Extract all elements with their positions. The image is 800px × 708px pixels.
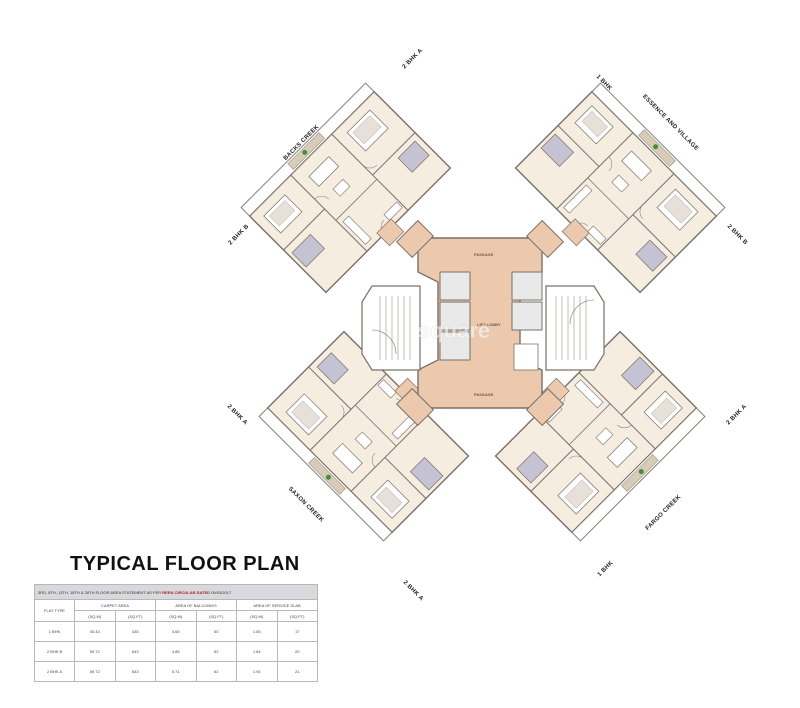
cell-svc-sqft: 21 <box>276 661 318 682</box>
unit-sqft: (SQ.FT) <box>114 610 156 622</box>
unit-sqm: (SQ.M) <box>155 610 197 622</box>
unit-sqft: (SQ.FT) <box>195 610 237 622</box>
lift-shaft <box>439 331 471 361</box>
label-lift-lobby: LIFT LOBBY <box>477 322 501 327</box>
table-row: 1 BHK 40.43 435 4.65 50 1.55 17 <box>34 621 318 642</box>
table-row: 2 BHK B 59.72 643 4.85 52 1.84 20 <box>34 641 318 662</box>
service-room <box>513 343 539 371</box>
label-sw-bottom: 2 BHK A <box>401 579 425 603</box>
header-flat-type: FLAT TYPE <box>34 599 75 622</box>
cell-bal-sqm: 5.71 <box>155 661 197 682</box>
lift-shaft <box>439 301 471 331</box>
cell-svc-sqm: 1.94 <box>236 661 278 682</box>
table-row: 2 BHK A 59.72 643 5.71 62 1.94 21 <box>34 661 318 682</box>
floor-plan-drawing: square <box>240 82 726 542</box>
lift-shaft <box>511 271 543 301</box>
table-notice: 3RD, 8TH, 13TH, 18TH & 28TH FLOOR AREA S… <box>34 584 318 600</box>
header-service-slab: AREA OF SERVICE SLAB <box>236 599 318 611</box>
cell-carpet-sqm: 59.72 <box>74 641 116 662</box>
cell-bal-sqm: 4.65 <box>155 621 197 642</box>
cell-svc-sqm: 1.84 <box>236 641 278 662</box>
area-statement-table: 3RD, 8TH, 13TH, 18TH & 28TH FLOOR AREA S… <box>34 584 318 682</box>
cell-svc-sqft: 17 <box>276 621 318 642</box>
page-title: TYPICAL FLOOR PLAN <box>70 553 300 575</box>
cell-bal-sqft: 52 <box>195 641 237 662</box>
header-carpet-area: CARPET AREA <box>74 599 156 611</box>
label-passage-bottom: PASSAGE <box>474 392 494 397</box>
cell-type: 2 BHK A <box>34 661 75 682</box>
staircase-left <box>361 285 421 371</box>
cell-carpet-sqft: 643 <box>114 661 156 682</box>
lift-shaft <box>511 301 543 331</box>
cell-bal-sqm: 4.85 <box>155 641 197 662</box>
label-passage-top: PASSAGE <box>474 252 494 257</box>
header-balconies: AREA OF BALCONIES <box>155 599 237 611</box>
table-unit-row: (SQ.M) (SQ.FT) (SQ.M) (SQ.FT) (SQ.M) (SQ… <box>35 610 318 622</box>
notice-prefix: 3RD, 8TH, 13TH, 18TH & 28TH FLOOR AREA S… <box>38 589 162 595</box>
unit-sqm: (SQ.M) <box>74 610 116 622</box>
table-notice-row: 3RD, 8TH, 13TH, 18TH & 28TH FLOOR AREA S… <box>34 584 318 600</box>
cell-type: 1 BHK <box>34 621 75 642</box>
watermark-text: square <box>418 318 490 343</box>
cell-carpet-sqm: 59.72 <box>74 661 116 682</box>
cell-carpet-sqft: 435 <box>114 621 156 642</box>
staircase-right <box>545 285 605 371</box>
unit-sqft: (SQ.FT) <box>276 610 318 622</box>
cell-svc-sqm: 1.55 <box>236 621 278 642</box>
notice-highlight: RERA CIRCULAR DATED <box>162 589 211 595</box>
cell-type: 2 BHK B <box>34 641 75 662</box>
cell-carpet-sqft: 643 <box>114 641 156 662</box>
cell-svc-sqft: 20 <box>276 641 318 662</box>
cell-bal-sqft: 50 <box>195 621 237 642</box>
cell-carpet-sqm: 40.43 <box>74 621 116 642</box>
table-header-row: FLAT TYPE CARPET AREA AREA OF BALCONIES … <box>34 599 318 622</box>
unit-sqm: (SQ.M) <box>236 610 278 622</box>
lift-shaft <box>439 271 471 301</box>
cell-bal-sqft: 62 <box>195 661 237 682</box>
notice-date: 09/03/2017 <box>211 589 232 595</box>
